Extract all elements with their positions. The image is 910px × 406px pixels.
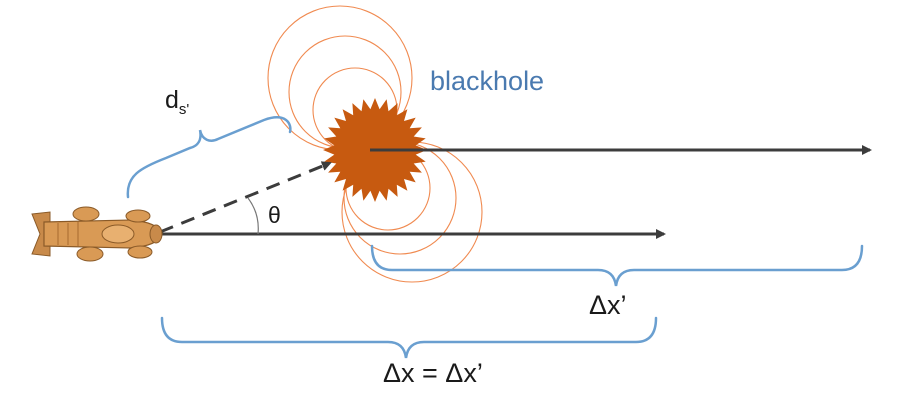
ds-label-subscript: s' (178, 101, 190, 118)
dashed-sight-line (159, 161, 332, 234)
ds-label-base: d (165, 86, 179, 114)
ds-label: ds' (165, 86, 189, 118)
delta-x-prime-brace (370, 244, 864, 287)
theta-arc (247, 197, 259, 235)
delta-x-prime-label: Δx’ (589, 290, 627, 320)
theta-label: θ (268, 202, 281, 228)
ds-brace (126, 116, 292, 199)
blackhole-label: blackhole (430, 66, 545, 96)
delta-x-brace (160, 316, 658, 359)
delta-x-equation-label: Δx = Δx’ (383, 358, 483, 388)
spaceship-icon (31, 206, 163, 262)
